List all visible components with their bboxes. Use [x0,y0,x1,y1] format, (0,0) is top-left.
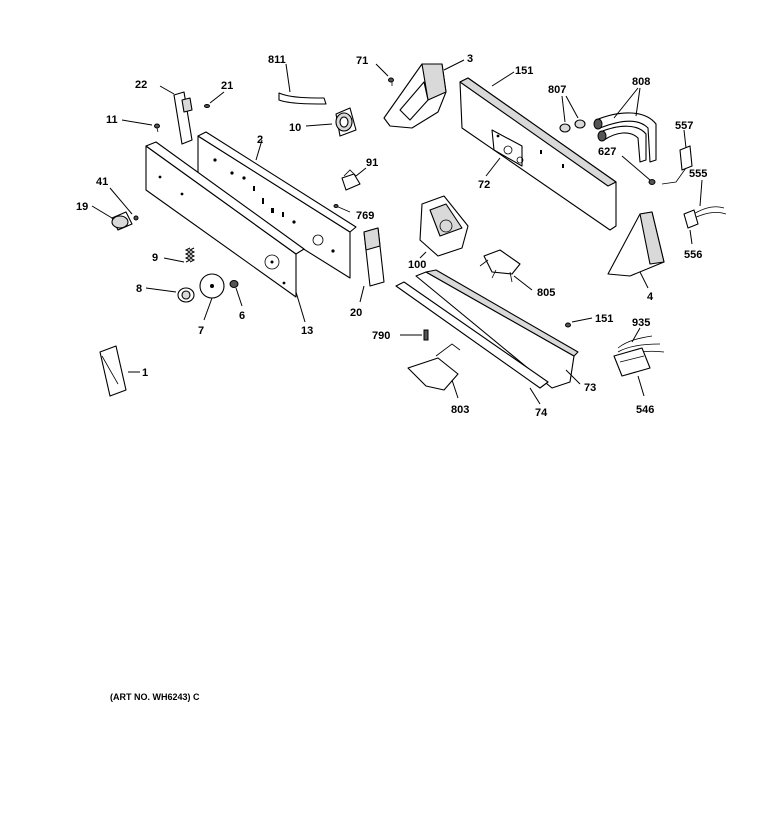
label-807: 807 [548,84,566,96]
label-13: 13 [301,325,313,337]
part-805-switch [479,249,533,291]
label-151b: 151 [595,313,613,325]
part-4-end-cap [607,211,665,289]
label-790: 790 [372,330,390,342]
label-811: 811 [268,54,286,66]
part-151-screw [565,317,593,328]
part-807-grommets [559,95,586,133]
part-20-cover [359,227,385,303]
label-73: 73 [584,382,596,394]
part-72-bracket [485,157,501,177]
part-71-screw [375,63,394,86]
label-935: 935 [632,317,650,329]
label-22: 22 [135,79,147,91]
part-808-hoses [593,87,657,163]
art-number-caption: (ART NO. WH6243) C [110,692,200,702]
part-811-hose [278,63,327,105]
label-557: 557 [675,120,693,132]
label-805: 805 [537,287,555,299]
label-3: 3 [467,53,473,65]
label-803: 803 [451,404,469,416]
part-546-connector [613,347,651,397]
part-10-pressure-switch [305,107,357,137]
label-2: 2 [257,134,263,146]
part-556-connector [683,209,699,245]
label-91: 91 [366,157,378,169]
part-8-knob [145,287,195,303]
label-555: 555 [689,168,707,180]
label-21: 21 [221,80,233,92]
part-3-end-cap [383,59,465,129]
label-627: 627 [598,146,616,158]
label-74: 74 [535,407,548,419]
label-769: 769 [356,210,374,222]
label-19: 19 [76,201,88,213]
part-769-screw [333,204,351,213]
label-20: 20 [350,307,362,319]
part-627-fitting [621,155,656,185]
label-151a: 151 [515,65,533,77]
part-13-front-panel [145,141,306,323]
part-41-spring [109,187,139,221]
part-100-timer [419,195,469,259]
label-8: 8 [136,283,142,295]
label-10: 10 [289,122,301,134]
part-803-cover [407,343,461,399]
label-546: 546 [636,404,654,416]
label-11: 11 [106,114,118,126]
part-22-end-cap [159,85,193,145]
label-556: 556 [684,249,702,261]
part-6-nut [229,280,243,307]
label-6: 6 [239,310,245,322]
part-91-clip [341,167,367,191]
part-9-spring [163,247,196,263]
label-9: 9 [152,252,158,264]
part-74-trim [395,281,549,405]
part-19-knob [91,205,133,231]
part-11-screw [121,119,160,133]
part-151-backsplash [459,71,617,231]
label-7: 7 [198,325,204,337]
part-1-envelope [99,345,140,397]
part-7-dial [199,273,225,321]
part-557-sensor [661,129,693,185]
part-2-control-panel [197,131,357,279]
label-100: 100 [408,259,426,271]
label-71: 71 [356,55,368,67]
label-808: 808 [632,76,650,88]
label-1: 1 [142,367,148,379]
label-4: 4 [647,291,654,303]
part-790-fastener [400,329,429,341]
label-41: 41 [96,176,108,188]
label-72: 72 [478,179,490,191]
part-21-clip [204,91,225,108]
